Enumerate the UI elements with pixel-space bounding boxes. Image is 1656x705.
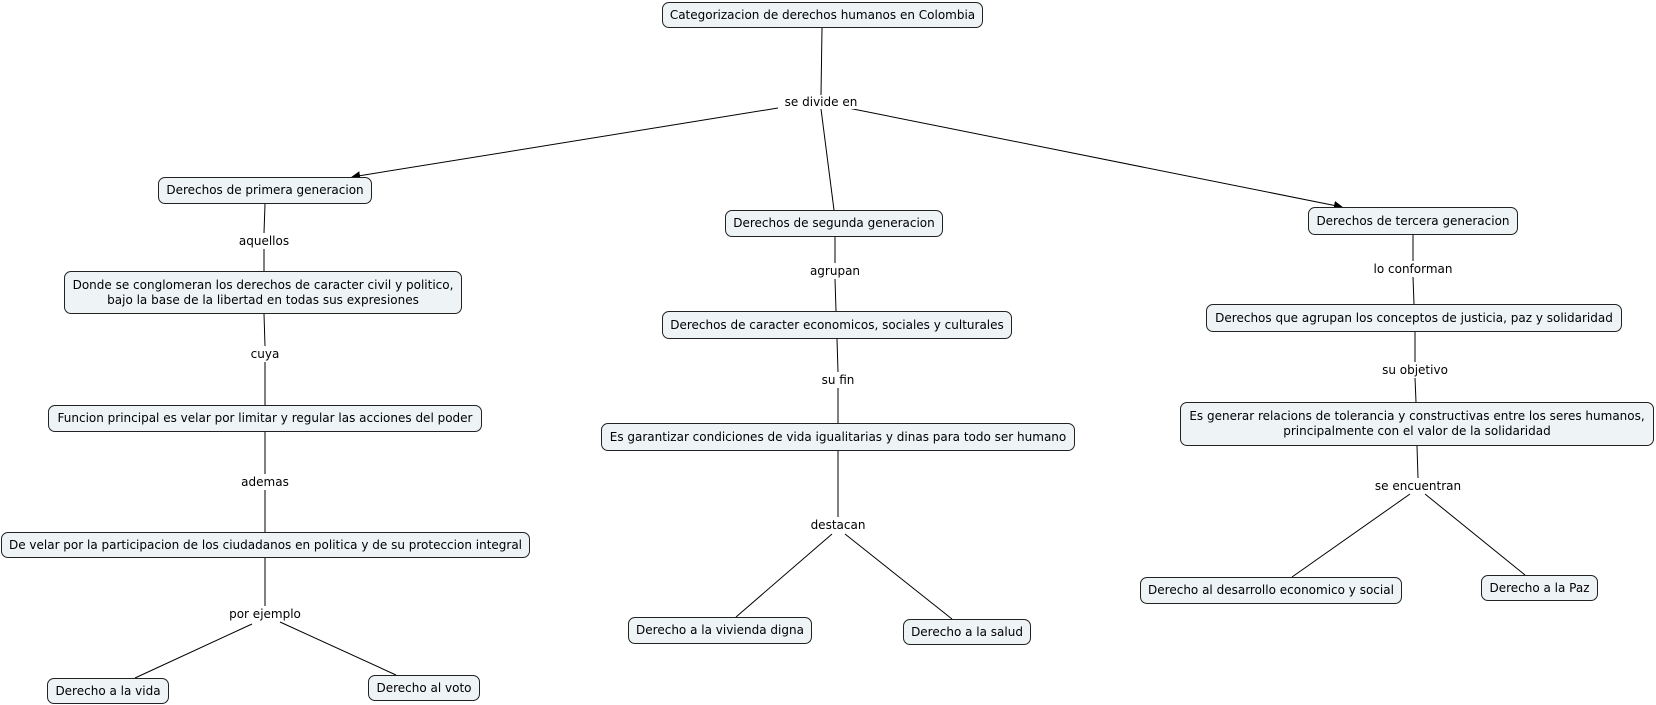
link-se-encuentran: se encuentran — [1373, 479, 1463, 493]
link-ademas: ademas — [240, 475, 290, 489]
edge-obj-encuentran — [1416, 445, 1419, 479]
edge-ejemplo-vida — [134, 623, 253, 679]
edge-agrupan-desc — [834, 278, 837, 312]
link-cuya: cuya — [249, 347, 281, 361]
edge-desc-sufin — [836, 338, 839, 373]
edge-ejemplo-voto — [279, 621, 397, 676]
node-g1-participacion[interactable]: De velar por la participacion de los ciu… — [1, 532, 530, 558]
node-g1-funcion[interactable]: Funcion principal es velar por limitar y… — [48, 405, 482, 432]
edge-destacan-salud — [844, 533, 953, 620]
node-g1-voto[interactable]: Derecho al voto — [368, 675, 480, 701]
link-su-fin: su fin — [820, 373, 856, 387]
link-destacan: destacan — [809, 518, 867, 532]
node-g1-descripcion[interactable]: Donde se conglomeran los derechos de car… — [64, 271, 462, 314]
node-g2-vivienda[interactable]: Derecho a la vivienda digna — [628, 617, 812, 644]
edge-divide-g3 — [847, 107, 1343, 210]
edge-destacan-vivienda — [735, 533, 833, 618]
node-g2-descripcion[interactable]: Derechos de caracter economicos, sociale… — [662, 311, 1012, 339]
link-lo-conforman: lo conforman — [1372, 262, 1454, 276]
node-g3-paz[interactable]: Derecho a la Paz — [1481, 575, 1598, 601]
edge-g1-aquellos — [263, 203, 266, 234]
edge-objetivo-obj — [1414, 377, 1417, 403]
node-segunda-generacion[interactable]: Derechos de segunda generacion — [725, 210, 943, 237]
edge-divide-g1 — [351, 107, 779, 181]
node-g2-fin[interactable]: Es garantizar condiciones de vida iguali… — [601, 423, 1075, 451]
node-g3-desarrollo[interactable]: Derecho al desarrollo economico y social — [1140, 577, 1402, 604]
node-g3-objetivo[interactable]: Es generar relacions de tolerancia y con… — [1180, 402, 1654, 446]
link-agrupan: agrupan — [808, 264, 862, 278]
link-por-ejemplo: por ejemplo — [228, 607, 302, 621]
node-primera-generacion[interactable]: Derechos de primera generacion — [158, 177, 372, 204]
edge-divide-g2 — [820, 108, 835, 211]
edge-root-divide — [820, 27, 823, 96]
edge-conforman-desc — [1412, 276, 1415, 305]
link-su-objetivo: su objetivo — [1381, 363, 1449, 377]
node-g2-salud[interactable]: Derecho a la salud — [903, 619, 1031, 645]
node-root[interactable]: Categorizacion de derechos humanos en Co… — [662, 2, 983, 28]
edge-encuentran-desarrollo — [1291, 493, 1411, 578]
edge-encuentran-paz — [1424, 493, 1526, 576]
edge-desc-cuya — [263, 313, 266, 347]
node-g3-descripcion[interactable]: Derechos que agrupan los conceptos de ju… — [1206, 304, 1622, 332]
link-aquellos: aquellos — [237, 234, 291, 248]
link-se-divide-en: se divide en — [783, 95, 859, 109]
node-g1-vida[interactable]: Derecho a la vida — [47, 678, 169, 704]
node-tercera-generacion[interactable]: Derechos de tercera generacion — [1308, 207, 1518, 235]
